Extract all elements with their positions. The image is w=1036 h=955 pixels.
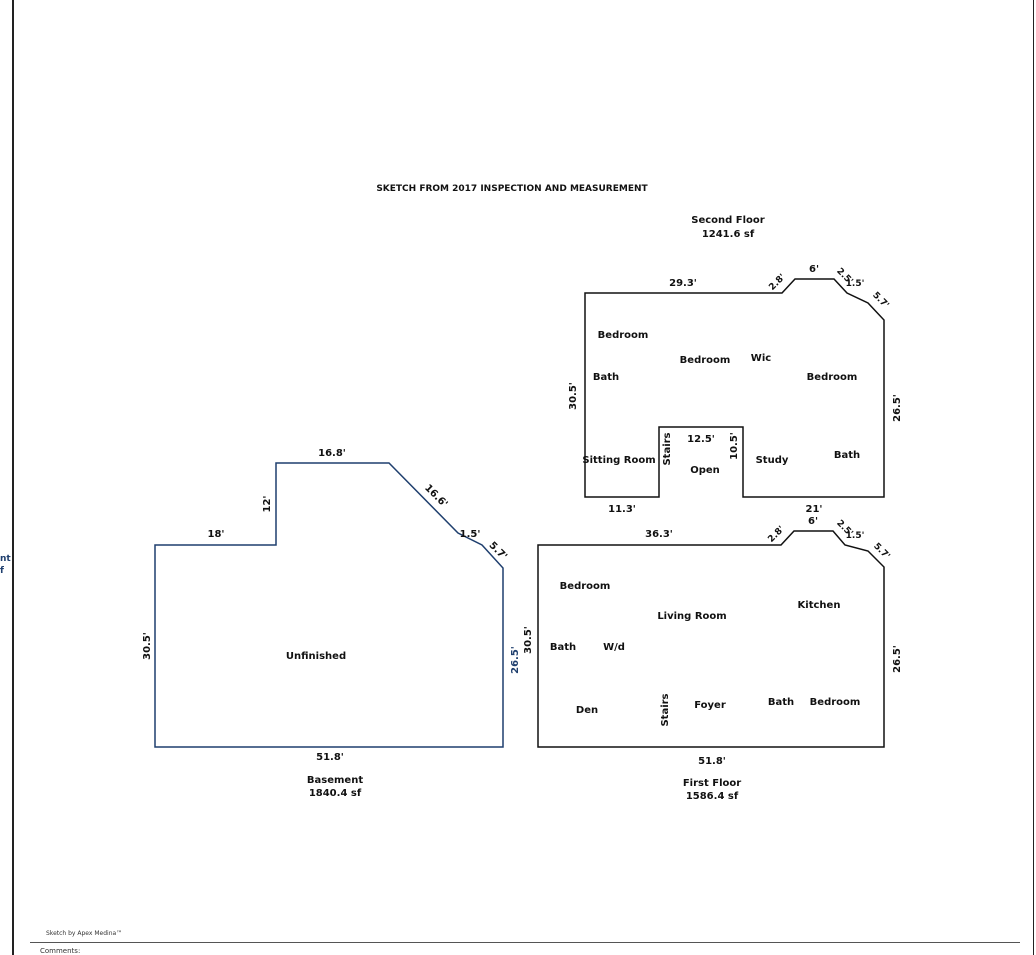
first-dim-top: 36.3'	[645, 529, 673, 540]
second-room-bedroom-3: Bedroom	[807, 372, 858, 383]
first-room-bath-1: Bath	[550, 642, 576, 653]
second-dim-left: 30.5'	[568, 382, 579, 410]
page-frame	[12, 0, 1034, 955]
basement-dim-small: 1.5'	[460, 529, 481, 540]
second-dim-right: 26.5'	[892, 394, 903, 422]
sketch-title: SKETCH FROM 2017 INSPECTION AND MEASUREM…	[376, 184, 648, 194]
first-dim-d5: 5.7'	[871, 541, 891, 561]
first-dim-d4: 1.5'	[846, 531, 865, 541]
second-room-bath-2: Bath	[834, 450, 860, 461]
first-room-bath-2: Bath	[768, 697, 794, 708]
second-room-bedroom-1: Bedroom	[598, 330, 649, 341]
first-room-living: Living Room	[657, 611, 726, 622]
basement-dim-right: 26.5'	[510, 646, 521, 674]
second-dim-d4: 1.5'	[846, 279, 865, 289]
second-room-bedroom-2: Bedroom	[680, 355, 731, 366]
basement-name: Basement	[307, 775, 363, 786]
basement-area: 1840.4 sf	[309, 788, 362, 799]
second-floor-outline	[584, 278, 885, 498]
second-dim-top: 29.3'	[669, 278, 697, 289]
basement-dim-bottom: 51.8'	[316, 752, 344, 763]
second-floor-area: 1241.6 sf	[702, 229, 755, 240]
first-room-wd: W/d	[603, 642, 625, 653]
sketch-credit: Sketch by Apex Medina™	[46, 930, 123, 937]
second-room-open: Open	[690, 465, 720, 476]
basement-dim-top-left: 18'	[208, 529, 225, 540]
first-room-den: Den	[576, 705, 598, 716]
first-floor-name: First Floor	[683, 778, 741, 789]
first-room-foyer: Foyer	[694, 700, 726, 711]
second-dim-notch-top: 12.5'	[687, 434, 715, 445]
edge-fragment-1: nt	[0, 554, 11, 564]
second-room-stairs: Stairs	[662, 432, 673, 465]
second-floor-name: Second Floor	[691, 215, 765, 226]
first-room-kitchen: Kitchen	[798, 600, 841, 611]
comments-label: Comments:	[40, 947, 81, 955]
second-dim-bottom-left: 11.3'	[608, 504, 636, 515]
first-room-bedroom-2: Bedroom	[810, 697, 861, 708]
first-room-bedroom-1: Bedroom	[560, 581, 611, 592]
second-dim-bottom-right: 21'	[806, 504, 823, 515]
basement-outline	[154, 462, 504, 748]
edge-fragment-2: f	[0, 566, 4, 576]
second-room-study: Study	[756, 455, 789, 466]
basement-room-unfinished: Unfinished	[286, 651, 346, 662]
second-room-sitting: Sitting Room	[582, 455, 655, 466]
second-dim-notch-side: 10.5'	[729, 432, 740, 460]
first-floor-area: 1586.4 sf	[686, 791, 739, 802]
second-dim-d2: 6'	[809, 264, 819, 275]
first-dim-left: 30.5'	[523, 626, 534, 654]
basement-dim-left: 30.5'	[142, 632, 153, 660]
basement-dim-step: 12'	[262, 496, 273, 513]
first-room-stairs: Stairs	[660, 693, 671, 726]
basement-dim-corner: 5.7'	[487, 540, 509, 562]
footer-divider	[30, 942, 1020, 943]
first-dim-right: 26.5'	[892, 645, 903, 673]
basement-dim-top: 16.8'	[318, 448, 346, 459]
second-room-wic: Wic	[751, 353, 771, 364]
basement-dim-diagonal: 16.6'	[422, 483, 449, 510]
first-dim-d2: 6'	[808, 516, 818, 527]
first-floor-outline	[537, 530, 885, 748]
second-room-bath-1: Bath	[593, 372, 619, 383]
first-dim-bottom: 51.8'	[698, 756, 726, 767]
